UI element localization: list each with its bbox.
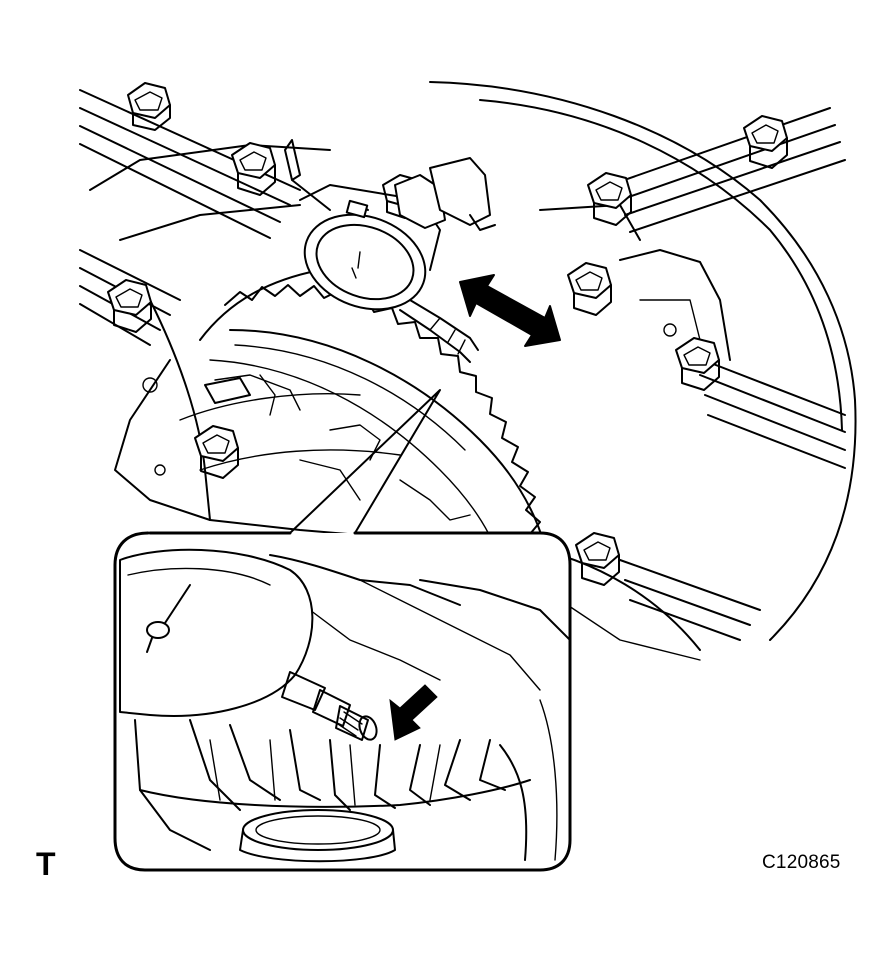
bolt <box>231 142 276 196</box>
bolt <box>194 425 239 479</box>
view-mark: T <box>36 846 56 882</box>
bolt <box>567 262 612 316</box>
dial-indicator <box>284 139 496 363</box>
bolt <box>587 172 632 226</box>
figure-id: C120865 <box>762 852 841 873</box>
bolt <box>743 115 788 169</box>
bolt <box>107 279 152 333</box>
ring-gear <box>204 284 549 569</box>
inset-detail <box>119 548 571 863</box>
bolt <box>127 82 171 131</box>
bolt <box>575 532 620 586</box>
bolt <box>675 337 720 391</box>
contact-arrow <box>389 684 438 741</box>
movement-arrow <box>459 274 561 347</box>
